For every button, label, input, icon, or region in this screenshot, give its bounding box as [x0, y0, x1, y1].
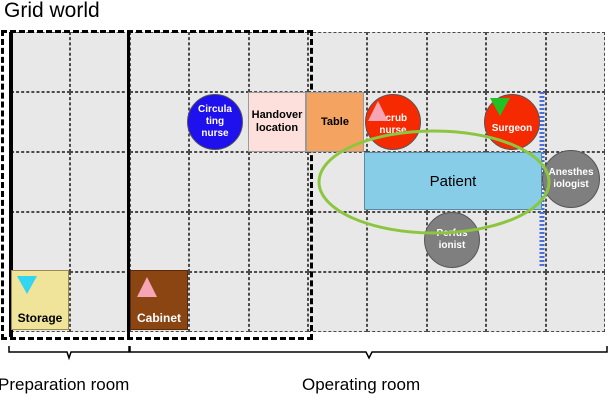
surgeon-label: Surgeon [491, 123, 533, 134]
surgeon-triangle-icon [490, 98, 510, 116]
anesthesiologist[interactable]: Anesthes iologist [542, 150, 600, 208]
grid-cell [367, 272, 427, 332]
patient[interactable]: Patient [364, 152, 542, 210]
storage-triangle-icon [17, 276, 37, 294]
grid-cell [426, 272, 487, 332]
circulating-nurse[interactable]: Circula ting nurse [187, 94, 243, 150]
scrub-nurse[interactable]: Scrub nurse [365, 94, 421, 150]
grid-cell [70, 92, 130, 152]
grid-cell [248, 212, 308, 272]
grid-cell [367, 32, 427, 92]
cabinet-label: Cabinet [136, 311, 181, 325]
grid-cell [129, 32, 190, 92]
grid-cell [70, 152, 130, 212]
sterile-field-ellipse [317, 129, 551, 235]
grid-cell [248, 152, 308, 212]
grid-cell [189, 152, 249, 212]
patient-label: Patient [429, 172, 477, 190]
handover-location-label: Handover location [251, 109, 303, 134]
grid-cell [486, 272, 546, 332]
grid-cell [11, 152, 71, 212]
grid-cell [308, 32, 368, 92]
grid-cell [189, 32, 249, 92]
grid-cell [308, 212, 368, 272]
grid-cell [11, 92, 71, 152]
scrub-nurse-triangle-icon [368, 101, 388, 121]
scrub-nurse-label: Scrub nurse [378, 113, 408, 136]
grid-cell [70, 32, 130, 92]
grid-cell [486, 32, 546, 92]
operating-room-label: Operating room [302, 375, 421, 394]
grid-cell [367, 212, 427, 272]
wall-divider [127, 32, 130, 337]
wall-left [9, 32, 13, 337]
cabinet-triangle-icon [137, 277, 157, 297]
circulating-nurse-label: Circula ting nurse [198, 104, 232, 139]
grid-cell [426, 32, 487, 92]
grid-cell [545, 32, 605, 92]
grid-cell [189, 212, 249, 272]
grid-cell [545, 92, 605, 152]
grid-cell [129, 92, 190, 152]
storage[interactable]: Storage [11, 270, 69, 330]
cabinet[interactable]: Cabinet [130, 270, 188, 330]
grid-world-title: Grid world [4, 0, 100, 22]
operating-room-brace [129, 346, 608, 360]
preparation-room-label: Preparation room [0, 375, 130, 394]
grid-cell [248, 32, 308, 92]
storage-label: Storage [17, 311, 63, 325]
table[interactable]: Table [306, 92, 364, 152]
grid-cell [545, 272, 605, 332]
grid-cell [545, 212, 605, 272]
table-label: Table [321, 115, 349, 128]
grid-cell [248, 272, 308, 332]
grid-cell [70, 272, 130, 332]
handover-location[interactable]: Handover location [248, 92, 306, 152]
grid-cell [486, 212, 546, 272]
preparation-room-brace [8, 346, 130, 361]
preparation-boundary [1, 30, 313, 340]
grid-cell [189, 272, 249, 332]
grid-cell [129, 152, 190, 212]
grid-cell [308, 272, 368, 332]
anesthesiologist-label: Anesthes iologist [548, 167, 594, 190]
